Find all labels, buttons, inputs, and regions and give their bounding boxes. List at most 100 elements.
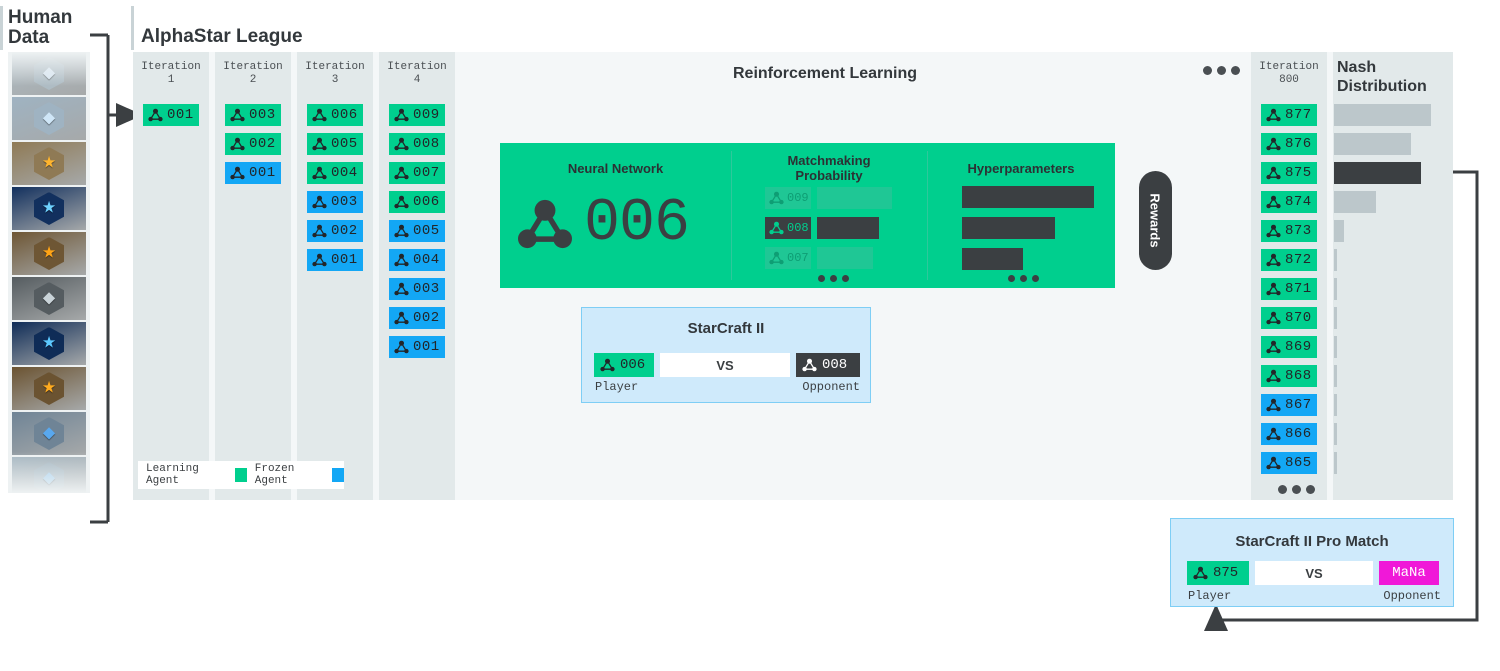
agent-triad-icon <box>394 311 409 325</box>
agent-chip-001[interactable]: 001 <box>389 336 445 358</box>
matchmaking-heading: Matchmaking Probability <box>787 153 871 183</box>
agent-chip-866[interactable]: 866 <box>1261 423 1317 445</box>
agent-chip-003[interactable]: 003 <box>225 104 281 126</box>
agent-triad-icon <box>312 137 327 151</box>
nash-bar-874 <box>1334 191 1376 213</box>
agent-triad-icon <box>394 224 409 238</box>
agent-chip-868[interactable]: 868 <box>1261 365 1317 387</box>
agent-chip-002[interactable]: 002 <box>225 133 281 155</box>
pro-match-vs-label: VS <box>1305 565 1323 581</box>
human-rank-badge-master: ★ <box>12 322 86 365</box>
matchmaking-row-009[interactable]: 009 <box>765 187 892 209</box>
agent-triad-icon <box>1266 137 1281 151</box>
agent-chip-005[interactable]: 005 <box>307 133 363 155</box>
agent-chip-006[interactable]: 006 <box>307 104 363 126</box>
agent-chip-004[interactable]: 004 <box>307 162 363 184</box>
agent-chip-867[interactable]: 867 <box>1261 394 1317 416</box>
pro-match-player-id: 875 <box>1213 565 1239 581</box>
agent-triad-icon <box>394 137 409 151</box>
reinforcement-learning-title: Reinforcement Learning <box>732 65 918 82</box>
agent-chip-873[interactable]: 873 <box>1261 220 1317 242</box>
agent-id: 001 <box>167 107 194 123</box>
agent-chip-004[interactable]: 004 <box>389 249 445 271</box>
nash-bar-865 <box>1334 452 1337 474</box>
matchmaking-agent-id: 007 <box>787 251 809 265</box>
nash-bar-875 <box>1334 162 1421 184</box>
agent-triad-icon <box>769 221 784 235</box>
nash-bar-877 <box>1334 104 1431 126</box>
human-data-rule <box>0 6 3 50</box>
human-rank-badge-diamond: ◆ <box>12 97 86 140</box>
neural-network-agent: 006 <box>518 194 690 254</box>
agent-chip-008[interactable]: 008 <box>389 133 445 155</box>
legend: Learning Agent Frozen Agent <box>138 461 344 489</box>
rank-badge-icon: ★ <box>34 327 64 360</box>
hyperparameter-bar-3 <box>962 248 1023 270</box>
agent-id: 007 <box>413 165 440 181</box>
agent-triad-icon <box>1266 398 1281 412</box>
matchmaking-probability-bar <box>817 187 892 209</box>
human-data-title-line2: Data <box>8 27 50 48</box>
rank-badge-icon: ★ <box>34 372 64 405</box>
nash-bar-870 <box>1334 307 1337 329</box>
agent-chip-001[interactable]: 001 <box>225 162 281 184</box>
matchmaking-row-007[interactable]: 007 <box>765 247 873 269</box>
agent-chip-002[interactable]: 002 <box>389 307 445 329</box>
agent-chip-865[interactable]: 865 <box>1261 452 1317 474</box>
agent-id: 006 <box>413 194 440 210</box>
agent-id: 870 <box>1285 310 1312 326</box>
matchmaking-agent-id: 009 <box>787 191 809 205</box>
agent-id: 004 <box>413 252 440 268</box>
agent-triad-icon <box>1266 340 1281 354</box>
rewards-node: Rewards <box>1139 171 1172 270</box>
human-rank-badge-diamond: ◆ <box>12 412 86 455</box>
human-rank-badge-silver: ◆ <box>12 277 86 320</box>
agent-triad-icon <box>769 251 784 265</box>
nash-bar-871 <box>1334 278 1337 300</box>
matchmaking-row-008[interactable]: 008 <box>765 217 879 239</box>
agent-chip-006[interactable]: 006 <box>389 191 445 213</box>
agent-chip-871[interactable]: 871 <box>1261 278 1317 300</box>
agent-id: 876 <box>1285 136 1312 152</box>
rank-badge-icon: ◆ <box>34 462 64 493</box>
agent-chip-001[interactable]: 001 <box>143 104 199 126</box>
nash-distribution-title: Nash Distribution <box>1337 58 1453 96</box>
agent-triad-icon <box>1266 195 1281 209</box>
human-rank-badge-master: ★ <box>12 187 86 230</box>
pro-match-title: StarCraft II Pro Match <box>1235 533 1389 550</box>
agent-id: 873 <box>1285 223 1312 239</box>
agent-chip-002[interactable]: 002 <box>307 220 363 242</box>
agent-chip-007[interactable]: 007 <box>389 162 445 184</box>
agent-chip-005[interactable]: 005 <box>389 220 445 242</box>
legend-learning-label: Learning Agent <box>146 463 199 487</box>
agent-chip-870[interactable]: 870 <box>1261 307 1317 329</box>
agent-chip-877[interactable]: 877 <box>1261 104 1317 126</box>
agent-id: 001 <box>249 165 276 181</box>
agent-chip-875[interactable]: 875 <box>1261 162 1317 184</box>
agent-chip-869[interactable]: 869 <box>1261 336 1317 358</box>
human-rank-badge-gold: ★ <box>12 142 86 185</box>
human-data-rank-list: ◆◆★★★◆★★◆◆◆ <box>12 52 86 493</box>
agent-chip-009[interactable]: 009 <box>389 104 445 126</box>
nash-bar-876 <box>1334 133 1411 155</box>
league-rule <box>131 6 134 50</box>
agent-id: 002 <box>413 310 440 326</box>
agent-triad-icon <box>1266 224 1281 238</box>
agent-chip-001[interactable]: 001 <box>307 249 363 271</box>
agent-chip-003[interactable]: 003 <box>307 191 363 213</box>
matchmaking-agent-tag: 008 <box>765 217 811 239</box>
pro-match-box: StarCraft II Pro Match 875 VS MaNa Playe… <box>1170 518 1454 607</box>
agent-triad-icon <box>518 199 572 249</box>
agent-id: 865 <box>1285 455 1312 471</box>
agent-chip-874[interactable]: 874 <box>1261 191 1317 213</box>
agent-id: 006 <box>331 107 358 123</box>
agent-chip-876[interactable]: 876 <box>1261 133 1317 155</box>
agent-triad-icon <box>769 191 784 205</box>
rank-badge-icon: ◆ <box>34 417 64 450</box>
agent-chip-872[interactable]: 872 <box>1261 249 1317 271</box>
agent-chip-003[interactable]: 003 <box>389 278 445 300</box>
